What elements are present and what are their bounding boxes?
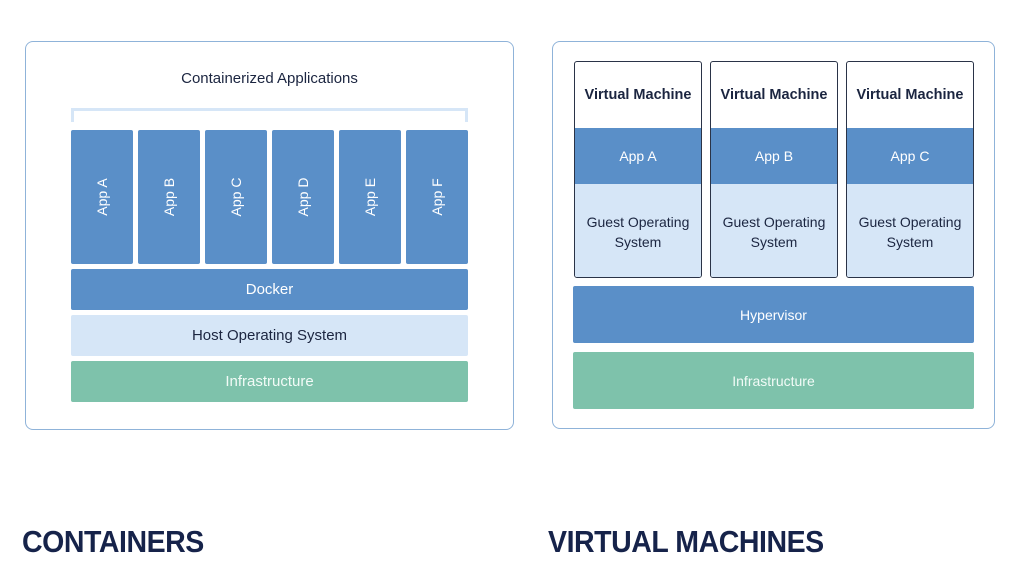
- app-label: App B: [161, 177, 177, 217]
- guest-os: Guest Operating System: [711, 184, 837, 277]
- virtual-machines-panel: Virtual Machine App A Guest Operating Sy…: [552, 41, 995, 429]
- hypervisor-layer: Hypervisor: [573, 286, 974, 343]
- app-label: App D: [295, 177, 311, 217]
- virtual-machines-caption: VIRTUAL MACHINES: [548, 524, 824, 559]
- container-app-f: App F: [406, 130, 468, 264]
- docker-layer: Docker: [71, 269, 468, 310]
- virtual-machine-b: Virtual Machine App B Guest Operating Sy…: [710, 61, 838, 278]
- host-os-layer: Host Operating System: [71, 315, 468, 356]
- virtual-machine-c: Virtual Machine App C Guest Operating Sy…: [846, 61, 974, 278]
- virtual-machine-a: Virtual Machine App A Guest Operating Sy…: [574, 61, 702, 278]
- app-label: App A: [94, 178, 110, 216]
- container-app-d: App D: [272, 130, 334, 264]
- vm-title: Virtual Machine: [584, 87, 692, 103]
- container-app-c: App C: [205, 130, 267, 264]
- containerized-applications-title: Containerized Applications: [181, 70, 358, 87]
- guest-os: Guest Operating System: [575, 184, 701, 277]
- guest-os: Guest Operating System: [847, 184, 973, 277]
- vm-app: App B: [711, 128, 837, 184]
- app-label: App E: [362, 177, 378, 217]
- vm-app: App A: [575, 128, 701, 184]
- vm-title: Virtual Machine: [720, 87, 828, 103]
- container-app-a: App A: [71, 130, 133, 264]
- vm-title: Virtual Machine: [856, 87, 964, 103]
- vm-infrastructure-layer: Infrastructure: [573, 352, 974, 409]
- containers-panel: Containerized Applications App A App B A…: [25, 41, 514, 430]
- app-label: App F: [429, 178, 445, 216]
- apps-bracket: [71, 108, 468, 122]
- container-app-e: App E: [339, 130, 401, 264]
- app-label: App C: [228, 177, 244, 217]
- containers-caption: CONTAINERS: [22, 524, 204, 559]
- container-apps-row: App A App B App C App D App E App F: [71, 130, 468, 264]
- container-app-b: App B: [138, 130, 200, 264]
- vm-app: App C: [847, 128, 973, 184]
- container-infrastructure-layer: Infrastructure: [71, 361, 468, 402]
